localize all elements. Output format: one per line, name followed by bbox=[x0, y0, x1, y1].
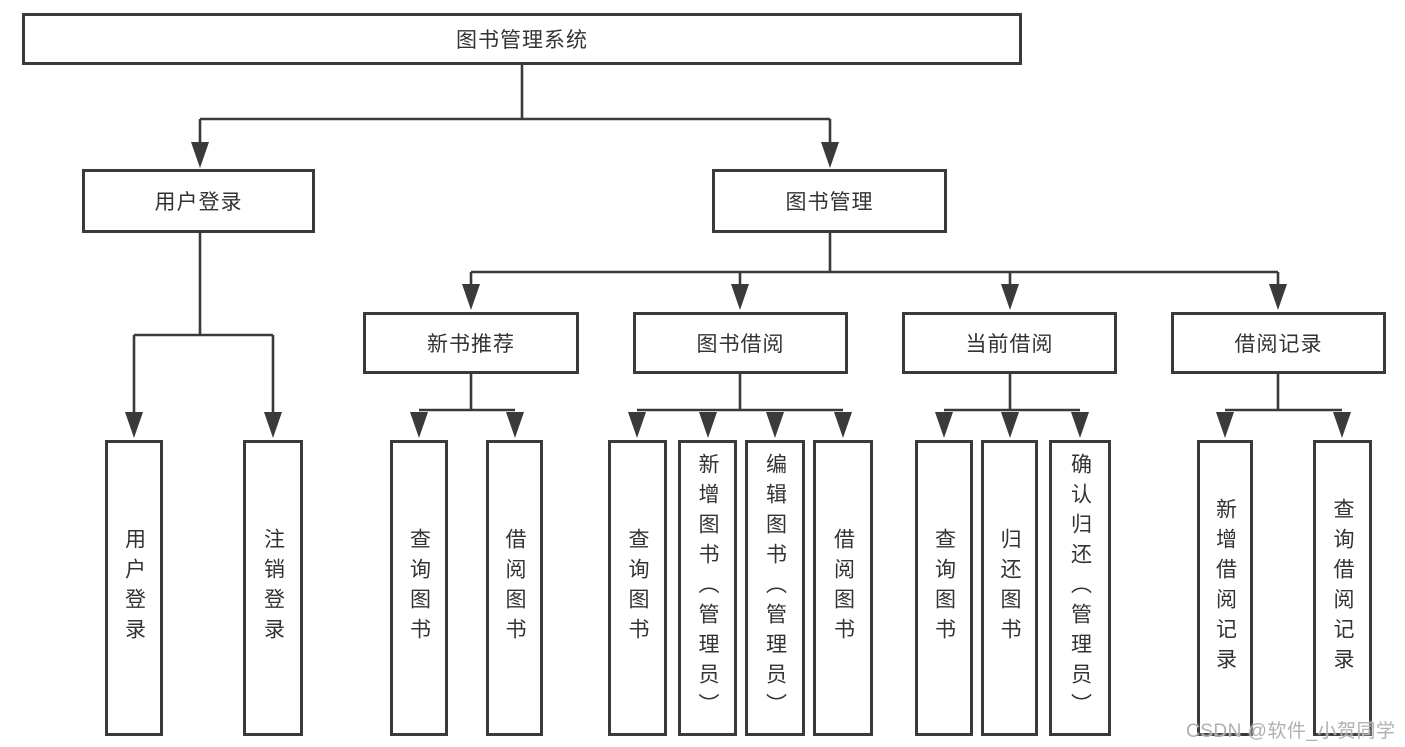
node-add-borrow-record: 新增借阅记录 bbox=[1197, 440, 1253, 736]
node-add-book-admin: 新增图书（管理员） bbox=[678, 440, 737, 736]
connector-current-borrow-branch bbox=[935, 374, 1089, 438]
connector-root-branch bbox=[191, 65, 839, 168]
node-label: 借阅图书 bbox=[503, 528, 526, 648]
connector-book-borrow-branch bbox=[628, 374, 852, 438]
node-library-system: 图书管理系统 bbox=[22, 13, 1022, 65]
node-query-books-recommend: 查询图书 bbox=[390, 440, 448, 736]
node-label: 当前借阅 bbox=[965, 333, 1054, 356]
node-user-login: 用户登录 bbox=[82, 169, 315, 233]
node-edit-book-admin: 编辑图书（管理员） bbox=[745, 440, 805, 736]
node-query-books-borrow: 查询图书 bbox=[608, 440, 667, 736]
node-borrowing-records: 借阅记录 bbox=[1171, 312, 1386, 374]
connector-book-management-branch bbox=[462, 233, 1287, 310]
csdn-watermark: CSDN @软件_小贺同学 bbox=[1186, 721, 1396, 742]
connector-new-book-branch bbox=[410, 374, 524, 438]
node-query-books-current: 查询图书 bbox=[915, 440, 973, 736]
node-label: 查询图书 bbox=[626, 528, 649, 648]
node-label: 新书推荐 bbox=[427, 333, 515, 356]
node-label: 查询图书 bbox=[932, 528, 956, 648]
node-borrow-books-recommend: 借阅图书 bbox=[486, 440, 543, 736]
node-label: 确认归还（管理员） bbox=[1068, 453, 1092, 723]
node-user-login-leaf: 用户登录 bbox=[105, 440, 163, 736]
node-label: 归还图书 bbox=[998, 528, 1021, 648]
node-confirm-return-admin: 确认归还（管理员） bbox=[1049, 440, 1111, 736]
node-label: 用户登录 bbox=[154, 191, 243, 214]
node-new-book-recommendation: 新书推荐 bbox=[363, 312, 579, 374]
node-label: 注销登录 bbox=[261, 528, 285, 648]
connector-user-login-branch bbox=[125, 233, 282, 438]
node-borrow-books-leaf: 借阅图书 bbox=[813, 440, 873, 736]
node-logout: 注销登录 bbox=[243, 440, 303, 736]
node-current-borrowing: 当前借阅 bbox=[902, 312, 1117, 374]
node-label: 新增借阅记录 bbox=[1213, 498, 1237, 678]
node-label: 借阅图书 bbox=[831, 528, 855, 648]
node-label: 借阅记录 bbox=[1234, 333, 1323, 356]
node-label: 查询借阅记录 bbox=[1331, 498, 1354, 678]
node-label: 图书管理 bbox=[785, 191, 874, 214]
node-label: 图书管理系统 bbox=[456, 29, 588, 52]
node-query-borrow-record: 查询借阅记录 bbox=[1313, 440, 1372, 736]
node-book-borrowing: 图书借阅 bbox=[633, 312, 848, 374]
node-label: 编辑图书（管理员） bbox=[763, 453, 787, 723]
node-label: 查询图书 bbox=[407, 528, 431, 648]
node-return-books: 归还图书 bbox=[981, 440, 1038, 736]
connector-borrow-records-branch bbox=[1216, 374, 1351, 438]
node-book-management: 图书管理 bbox=[712, 169, 947, 233]
node-label: 用户登录 bbox=[122, 528, 146, 648]
node-label: 图书借阅 bbox=[696, 333, 785, 356]
node-label: 新增图书（管理员） bbox=[696, 453, 719, 723]
